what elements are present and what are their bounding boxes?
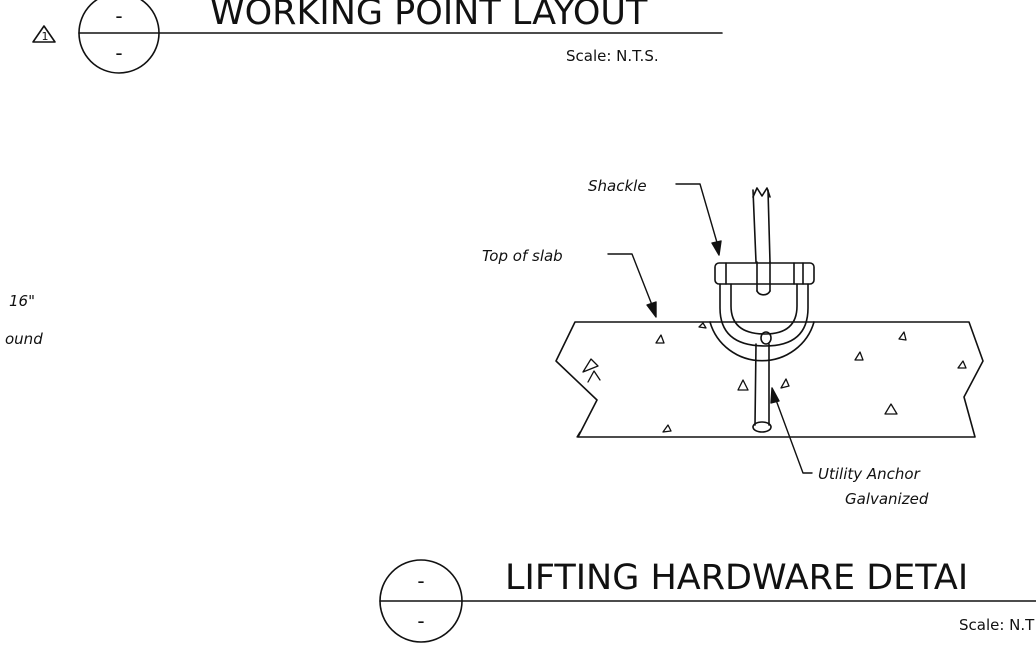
anchor-leader-arrow bbox=[770, 387, 780, 404]
top-detail-bubble-bottom: - bbox=[115, 41, 122, 65]
lifting-hardware-drawing: Shackle Top of slab Utility Anchor Galva… bbox=[482, 177, 984, 508]
top-detail-header: 1 - - WORKING POINT LAYOUT Scale: N.T.S. bbox=[32, 0, 723, 74]
callout-shackle: Shackle bbox=[588, 177, 647, 195]
callout-anchor-line2: Galvanized bbox=[845, 490, 929, 508]
shackle bbox=[714, 262, 815, 347]
lifting-detail-bubble-top: - bbox=[417, 569, 424, 593]
slab-leader-arrow bbox=[646, 301, 657, 318]
left-note-line1: 16" bbox=[9, 292, 35, 310]
utility-anchor bbox=[752, 331, 772, 433]
slab-leader bbox=[607, 253, 653, 306]
shackle-leader bbox=[675, 183, 719, 247]
shackle-pin bbox=[714, 262, 815, 285]
lifting-detail-scale: Scale: N.T bbox=[959, 616, 1035, 634]
anchor-leader bbox=[775, 399, 813, 474]
shackle-leader-arrow bbox=[711, 240, 722, 256]
left-note-line2: ound bbox=[5, 330, 43, 348]
anchor-eye bbox=[760, 331, 772, 345]
rigging-cable bbox=[752, 187, 771, 296]
revision-mark: 1 bbox=[42, 30, 49, 43]
lifting-detail-title: LIFTING HARDWARE DETAI bbox=[505, 558, 968, 598]
shackle-bow bbox=[719, 283, 809, 347]
concrete-aggregate-marks bbox=[576, 322, 967, 438]
anchor-recess bbox=[709, 321, 815, 362]
left-note: 16" ound bbox=[5, 292, 43, 348]
callout-top-of-slab: Top of slab bbox=[482, 247, 563, 265]
lifting-detail-header: - - LIFTING HARDWARE DETAI Scale: N.T bbox=[379, 558, 1036, 643]
anchor-foot bbox=[752, 421, 772, 433]
shackle-bow-inner bbox=[730, 283, 798, 335]
top-detail-bubble-top: - bbox=[115, 4, 122, 28]
revision-triangle-icon bbox=[32, 25, 56, 43]
top-detail-scale: Scale: N.T.S. bbox=[566, 47, 659, 65]
lifting-detail-bubble-bottom: - bbox=[417, 609, 424, 633]
top-detail-title: WORKING POINT LAYOUT bbox=[210, 0, 648, 33]
concrete-slab bbox=[555, 321, 984, 438]
callout-leaders bbox=[607, 183, 813, 474]
callout-anchor-line1: Utility Anchor bbox=[818, 465, 921, 483]
